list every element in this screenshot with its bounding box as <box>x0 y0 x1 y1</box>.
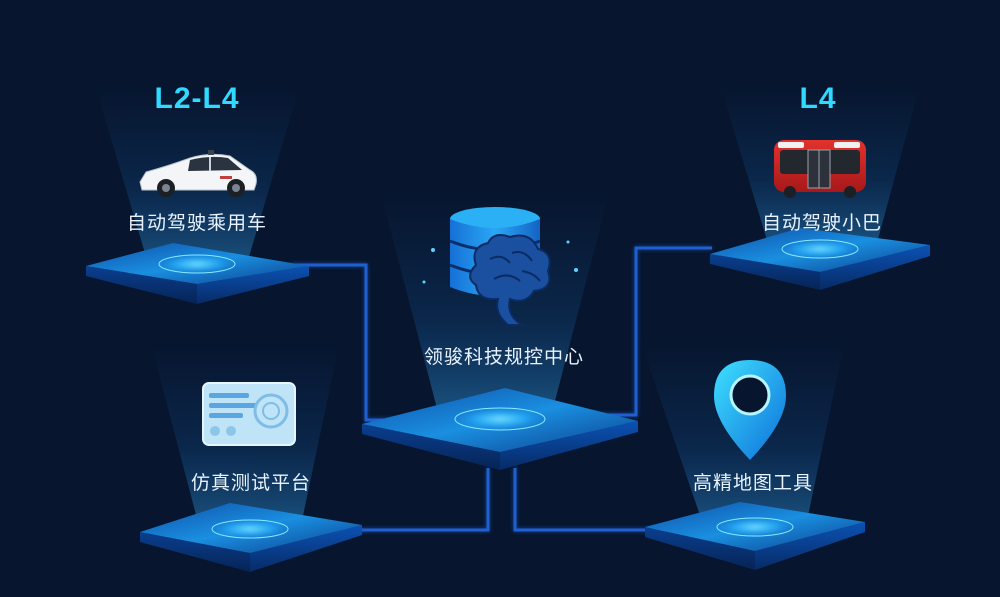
platform-hd-map <box>645 502 865 570</box>
node-label-simulation: 仿真测试平台 <box>190 472 312 494</box>
node-level-minibus: L4 <box>799 82 837 115</box>
platform-simulation <box>140 503 362 572</box>
node-level-passenger-car: L2-L4 <box>154 82 240 115</box>
center-label: 领骏科技规控中心 <box>423 346 585 368</box>
brain-database-icon <box>449 207 551 326</box>
sparkle-dots <box>422 240 578 284</box>
node-label-passenger-car: 自动驾驶乘用车 <box>126 212 268 234</box>
car-icon <box>139 150 257 197</box>
node-label-minibus: 自动驾驶小巴 <box>761 212 883 234</box>
platform-passenger-car <box>86 243 309 304</box>
platform-minibus <box>710 228 930 290</box>
bus-icon <box>774 140 866 198</box>
simulation-card-icon <box>202 382 296 446</box>
node-label-hd-map: 高精地图工具 <box>692 472 814 494</box>
map-pin-icon <box>714 360 786 460</box>
platform-center <box>362 388 638 470</box>
